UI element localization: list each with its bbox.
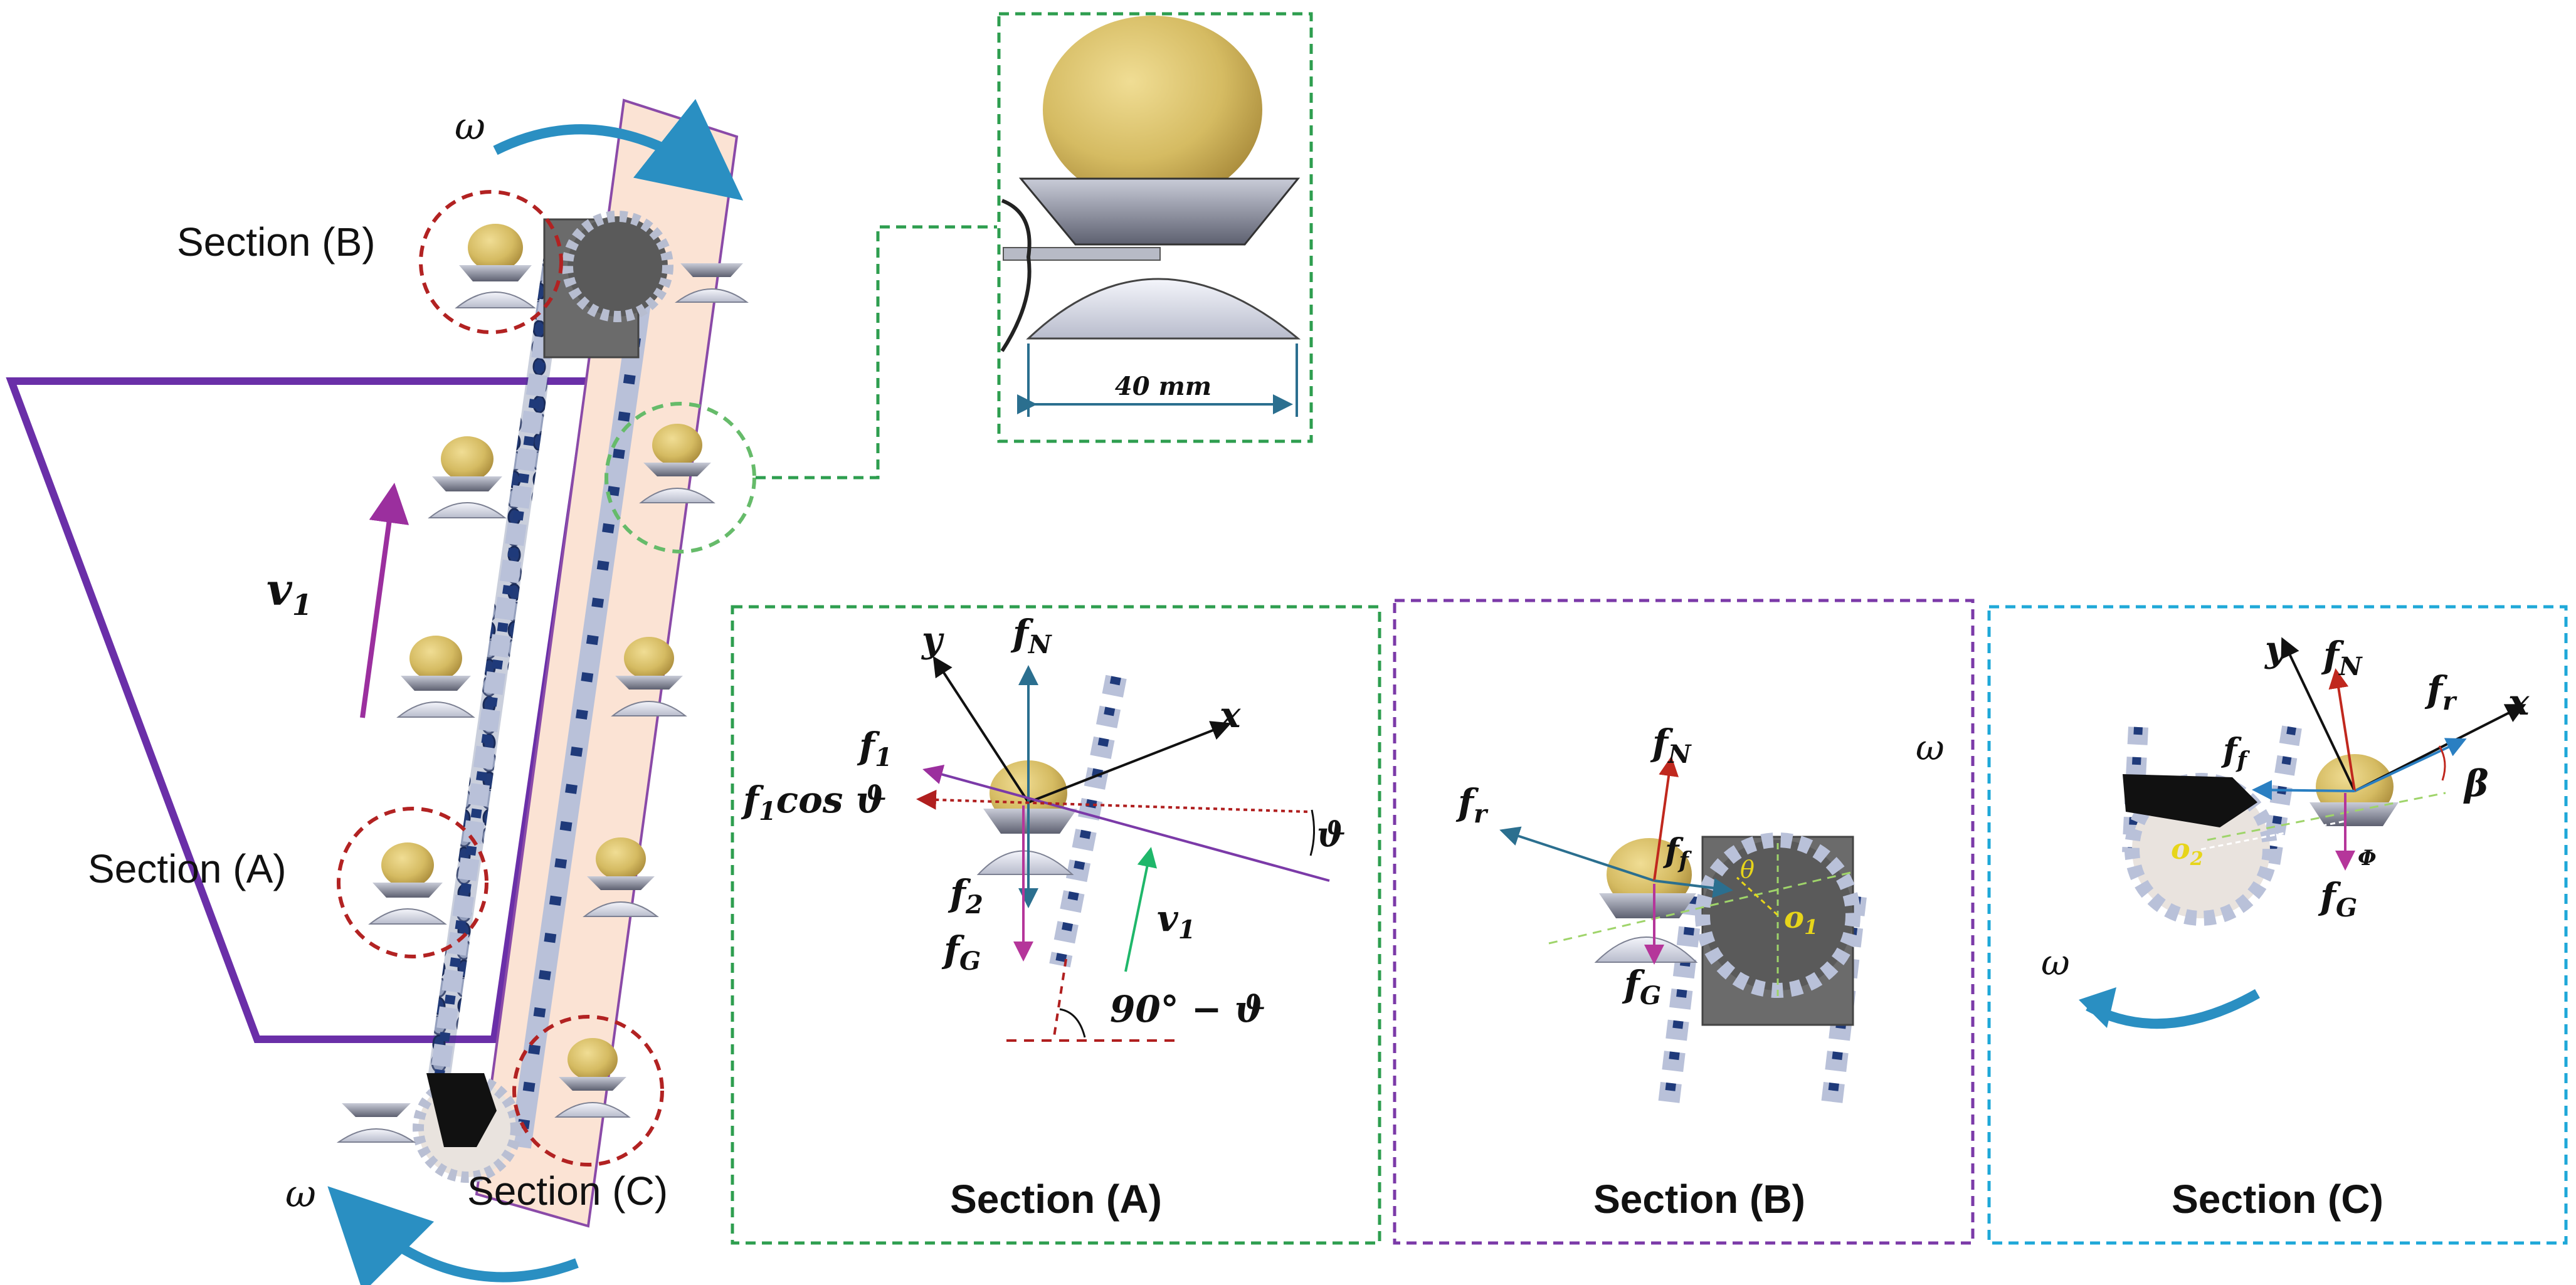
potato-cup bbox=[639, 424, 715, 503]
section-c-label: Section (C) bbox=[467, 1168, 668, 1214]
panel-a-f1-line bbox=[922, 764, 1330, 882]
omega-bottom-label: ω bbox=[285, 1172, 316, 1216]
empty-cup bbox=[336, 1103, 416, 1143]
panel-b-fr-arrow bbox=[1499, 826, 1655, 882]
potato-cup bbox=[368, 842, 447, 925]
potato-cup bbox=[455, 224, 536, 308]
panel-a-v1-arrow bbox=[1124, 847, 1158, 972]
panel-c-fN: fN bbox=[2321, 634, 2363, 681]
panel-c-beta: β bbox=[2463, 762, 2489, 805]
detail-marker bbox=[604, 402, 756, 553]
detail-arm bbox=[1003, 247, 1161, 261]
panel-c-radius bbox=[2200, 820, 2346, 851]
panel-c-phi: Φ bbox=[2358, 846, 2377, 871]
omega-bottom-arrow bbox=[327, 1186, 579, 1285]
omega-top-arrow bbox=[493, 98, 744, 201]
panel-a-angle-arc bbox=[1059, 1008, 1086, 1038]
panel-a-theta-arc bbox=[1309, 809, 1316, 856]
detail-leader bbox=[756, 225, 997, 480]
potato-cup bbox=[428, 436, 507, 518]
panel-c-o2: o2 bbox=[2171, 832, 2204, 870]
panel-c-y-axis bbox=[2281, 637, 2356, 792]
panel-b-fr: fr bbox=[1455, 781, 1489, 829]
panel-a-f1cos: f1cos ϑ bbox=[741, 779, 887, 826]
right-chain bbox=[510, 261, 657, 1149]
panel-a-f1cos-line bbox=[916, 789, 1308, 813]
panel-a-theta: ϑ bbox=[1317, 814, 1346, 854]
omega-top-label: ω bbox=[455, 105, 485, 149]
overview: Section (B) Section (A) Section (C) ω ω … bbox=[6, 98, 997, 1285]
panel-section-a: y x fN f1 f1cos ϑ f2 fG v1 ϑ 90° − ϑ Sec… bbox=[731, 605, 1381, 1245]
detail-cup bbox=[1018, 177, 1301, 246]
panel-b-theta: θ bbox=[1740, 856, 1755, 883]
panel-c-ff-arrow bbox=[2252, 780, 2355, 800]
section-b-label: Section (B) bbox=[177, 219, 376, 265]
panel-a-f1: f1 bbox=[857, 725, 892, 772]
panel-a-dome bbox=[976, 850, 1074, 875]
panel-a-frame bbox=[731, 605, 1381, 1245]
panel-b-cup bbox=[1599, 893, 1696, 918]
cup-detail: 40 mm bbox=[997, 12, 1313, 443]
hopper-outline bbox=[6, 377, 594, 1043]
panel-c-fN-arrow bbox=[2328, 668, 2356, 792]
panel-c-dashed-line bbox=[2207, 792, 2446, 841]
panel-c-fr-arrow bbox=[2354, 738, 2467, 792]
panel-c-omega: ω bbox=[2041, 943, 2070, 983]
panel-b-radius bbox=[1736, 876, 1779, 916]
panel-c-cup bbox=[2309, 802, 2399, 826]
potato-cup bbox=[611, 637, 687, 716]
panel-b-chain-left-pins bbox=[1663, 896, 1698, 1110]
velocity-arrow bbox=[360, 483, 409, 718]
left-chain-pins bbox=[434, 224, 564, 1079]
empty-cup bbox=[674, 263, 749, 303]
panel-c-y: y bbox=[2264, 629, 2288, 670]
panel-c-block bbox=[2123, 774, 2257, 827]
panel-section-b: ω fN fr ff fG θ o1 Section (B) bbox=[1393, 599, 1975, 1245]
panel-b-omega: ω bbox=[1916, 728, 1945, 768]
panel-c-omega-arrowhead bbox=[2079, 987, 2116, 1028]
panel-b-frame bbox=[1393, 599, 1975, 1245]
panel-b-title: Section (B) bbox=[1593, 1177, 1805, 1222]
dimension-label: 40 mm bbox=[1115, 372, 1211, 401]
panel-a-chain bbox=[1049, 674, 1127, 968]
panel-b-potato bbox=[1607, 838, 1692, 911]
detail-potato bbox=[1043, 16, 1262, 204]
panel-b-ff-arrow bbox=[1654, 878, 1733, 898]
panel-c-frame bbox=[1987, 605, 2568, 1245]
panel-a-x-axis bbox=[1028, 721, 1232, 804]
bottom-sprocket-block bbox=[426, 1073, 497, 1147]
panel-a-f2: f2 bbox=[948, 872, 983, 920]
detail-dome bbox=[1026, 278, 1301, 340]
panel-a-angle: 90° − ϑ bbox=[1110, 988, 1265, 1031]
potato-cup bbox=[583, 837, 659, 917]
panel-a-y: y bbox=[921, 619, 944, 661]
potato-cup bbox=[554, 1038, 631, 1118]
panel-c-x: x bbox=[2508, 682, 2530, 723]
panel-a-title: Section (A) bbox=[950, 1177, 1162, 1222]
left-chain-links bbox=[430, 224, 569, 1080]
panel-c-fr: fr bbox=[2424, 668, 2457, 716]
panel-c-beta-arc bbox=[2438, 745, 2446, 781]
section-a-marker bbox=[337, 807, 488, 958]
velocity-label: v1 bbox=[267, 564, 312, 622]
panel-section-c: ω y x fN fr ff fG β Φ o2 Section (C) bbox=[1987, 605, 2568, 1245]
panel-b-fN-arrow bbox=[1653, 756, 1679, 881]
panel-a-y-axis bbox=[932, 656, 1030, 804]
panel-c-chain-right bbox=[2260, 725, 2302, 867]
panel-a-fN: fN bbox=[1010, 612, 1052, 659]
panel-b-o1: o1 bbox=[1784, 900, 1818, 939]
panel-a-x: x bbox=[1219, 695, 1241, 736]
panel-a-v1: v1 bbox=[1157, 897, 1196, 945]
panel-b-dashed-line bbox=[1548, 870, 1857, 945]
top-sprocket bbox=[562, 211, 673, 322]
section-c-marker bbox=[512, 1015, 664, 1167]
section-a-label: Section (A) bbox=[88, 846, 287, 891]
panel-c-title: Section (C) bbox=[2172, 1177, 2383, 1222]
potato-cup bbox=[396, 636, 475, 718]
section-b-marker bbox=[419, 190, 563, 334]
detail-chain-link bbox=[1000, 199, 1032, 352]
panel-a-cup bbox=[983, 809, 1077, 834]
